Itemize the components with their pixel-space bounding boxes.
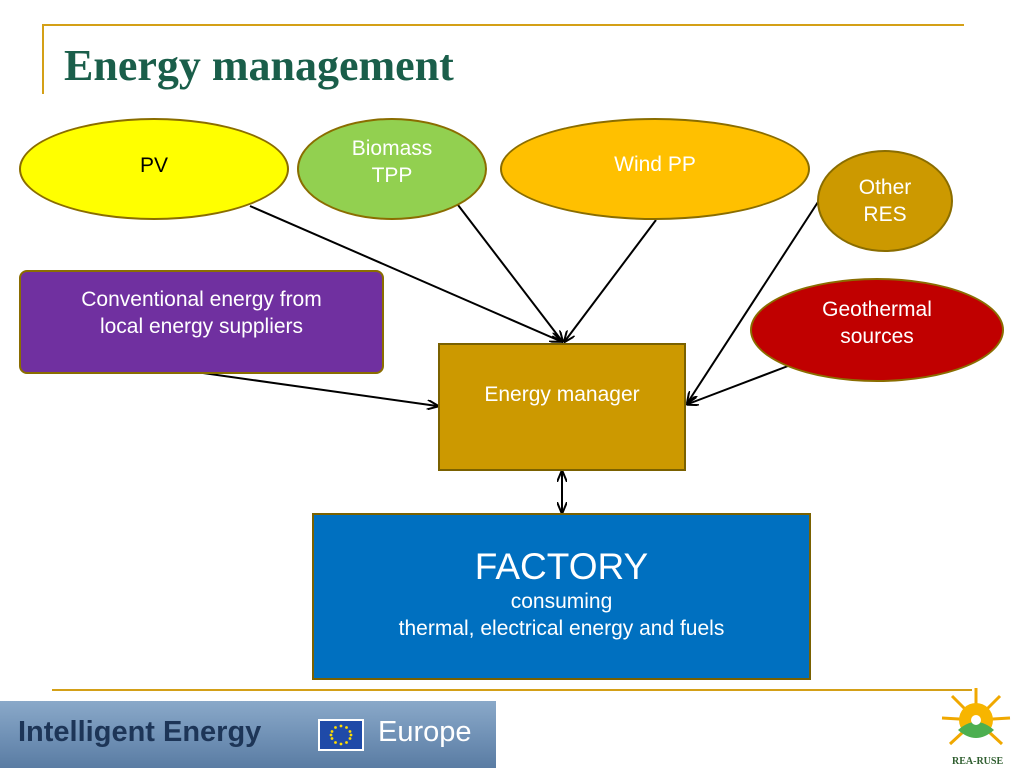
arrow-other-res-to-manager <box>688 201 819 402</box>
node-energy-manager-label: Energy manager <box>484 383 640 406</box>
arrow-biomass-to-manager <box>457 204 562 341</box>
footer-banner <box>0 701 496 768</box>
factory-line2: thermal, electrical energy and fuels <box>398 616 725 640</box>
node-pv: PV <box>19 118 289 220</box>
node-biomass-label-line1: Biomass <box>351 136 433 160</box>
arrow-wind-to-manager <box>565 219 657 341</box>
node-geothermal-line1: Geothermal <box>822 297 932 321</box>
top-divider <box>44 24 964 26</box>
eu-flag-icon <box>318 719 364 751</box>
node-wind-label: Wind PP <box>614 153 696 177</box>
node-biomass-tpp: Biomass TPP <box>297 118 487 220</box>
node-conventional-energy: Conventional energy from local energy su… <box>19 270 384 374</box>
node-conventional-line1: Conventional energy from <box>81 287 322 311</box>
node-factory: FACTORY consuming thermal, electrical en… <box>312 513 811 680</box>
node-conventional-line2: local energy suppliers <box>99 315 304 338</box>
arrow-pv-to-manager <box>249 205 560 341</box>
node-geothermal-line2: sources <box>840 325 914 348</box>
node-biomass-label-line2: TPP <box>371 164 413 187</box>
logo-label: REA-RUSE <box>952 756 1004 767</box>
node-wind-pp: Wind PP <box>500 118 810 220</box>
footer-intelligent-energy: Intelligent Energy <box>18 716 262 748</box>
node-pv-label: PV <box>139 154 168 178</box>
arrow-conventional-to-manager <box>202 372 437 406</box>
footer-europe: Europe <box>378 716 472 748</box>
node-energy-manager: Energy manager <box>438 343 686 471</box>
title-side-bar <box>42 24 44 94</box>
node-other-res: Other RES <box>817 150 953 252</box>
factory-title: FACTORY <box>474 546 649 587</box>
node-other-res-line1: Other <box>858 175 912 199</box>
page-title: Energy management <box>64 41 454 90</box>
bottom-divider <box>52 689 972 691</box>
arrow-geothermal-to-manager <box>688 365 789 404</box>
node-geothermal-sources: Geothermal sources <box>750 278 1004 382</box>
factory-line1: consuming <box>510 589 613 613</box>
rea-ruse-sun-logo-icon <box>941 688 1011 746</box>
node-other-res-line2: RES <box>863 203 907 226</box>
